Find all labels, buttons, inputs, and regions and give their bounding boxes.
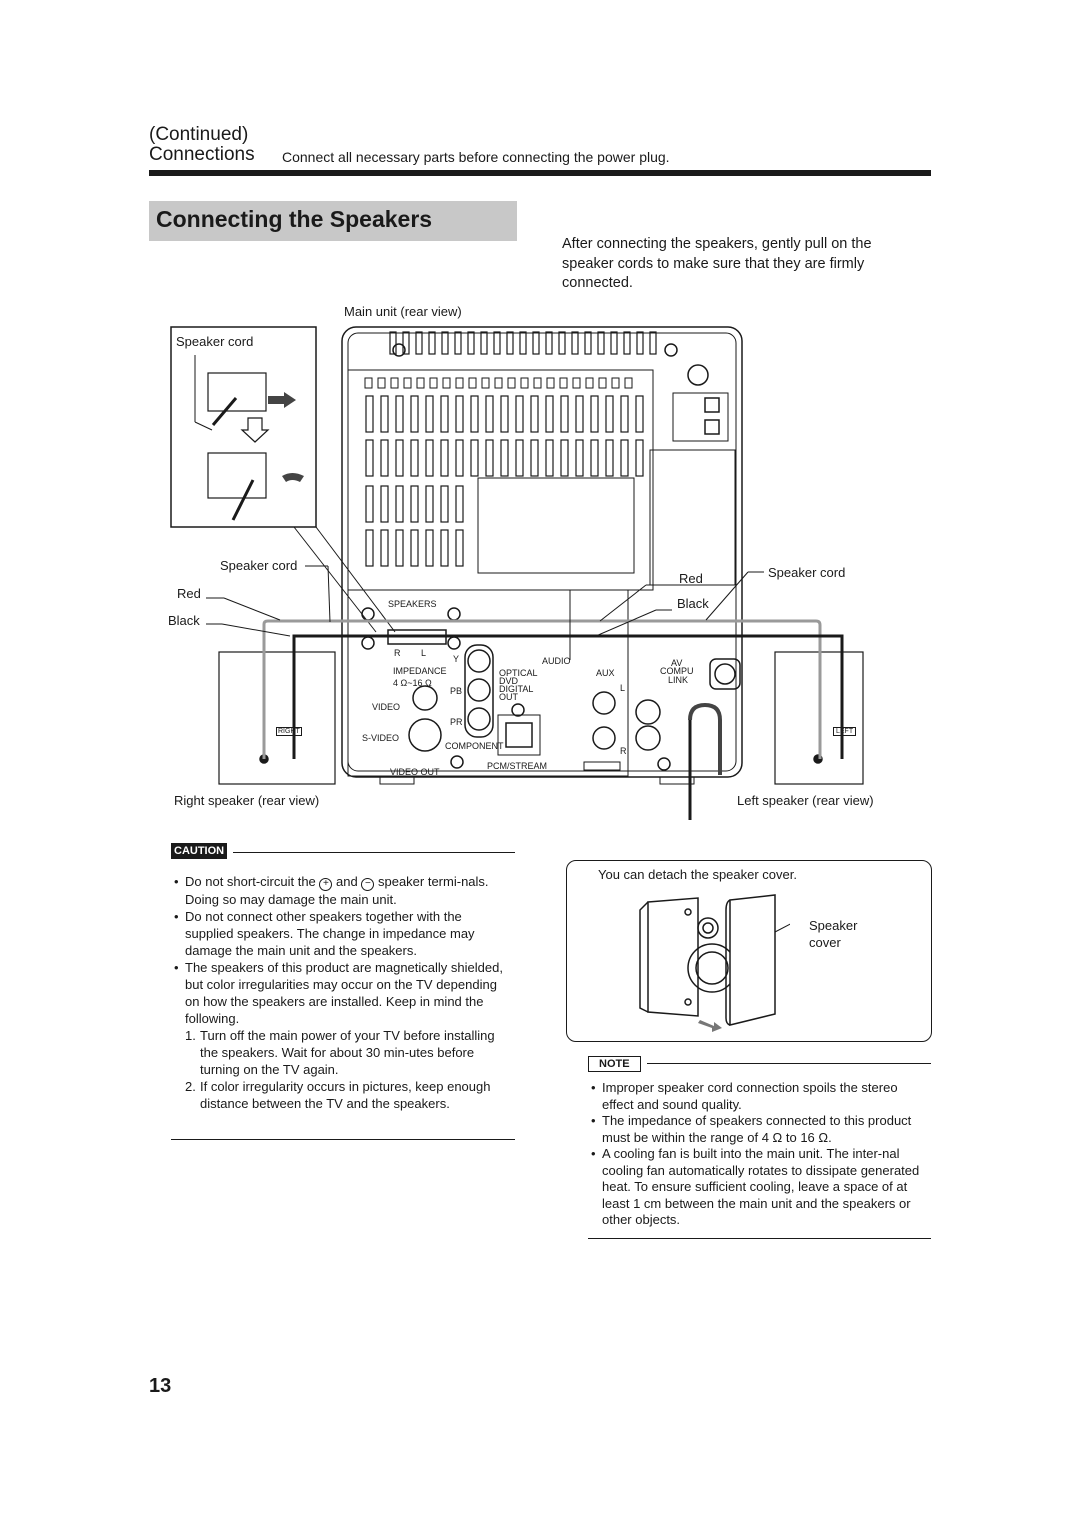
- right-speaker-box: [218, 651, 336, 785]
- main-unit-outline: [341, 326, 743, 778]
- main-unit-label: Main unit (rear view): [344, 304, 462, 319]
- caution-item: The speakers of this product are magneti…: [171, 959, 503, 1027]
- impedance-label: IMPEDANCE: [393, 666, 447, 676]
- l-label: L: [421, 648, 427, 658]
- note-item: Improper speaker cord connection spoils …: [588, 1080, 924, 1113]
- link-label: LINK: [668, 675, 689, 685]
- note-list: Improper speaker cord connection spoils …: [588, 1080, 924, 1229]
- black-wire-label: Black: [168, 613, 200, 628]
- inset-box: [170, 326, 317, 528]
- caution-item: Do not short-circuit the + and − speaker…: [171, 873, 503, 908]
- out-label: OUT: [499, 692, 518, 702]
- video-label: VIDEO: [372, 702, 401, 712]
- right-speaker-label: Right speaker (rear view): [174, 793, 320, 808]
- note-rule: [647, 1063, 931, 1064]
- section-title: Connections: [149, 144, 255, 165]
- page-heading: Connecting the Speakers: [156, 206, 433, 232]
- dvd-label: DVD: [499, 676, 519, 686]
- intro-text: After connecting the speakers, gently pu…: [562, 236, 872, 291]
- optical-label: OPTICAL: [499, 668, 538, 678]
- caution-rule: [233, 852, 515, 853]
- r-label: R: [394, 648, 401, 658]
- plus-terminal-icon: +: [319, 878, 333, 891]
- page-number: 13: [149, 1375, 172, 1397]
- pr-label: PR: [450, 717, 463, 727]
- note-end-rule: [588, 1238, 931, 1239]
- component-label: COMPONENT: [445, 741, 504, 751]
- heading-band: [149, 201, 517, 241]
- black-wire-label: Black: [677, 596, 709, 611]
- caution-tag: CAUTION: [171, 843, 228, 859]
- pb-label: PB: [450, 686, 463, 696]
- header-rule: [149, 170, 931, 176]
- video-out-label: VIDEO OUT: [390, 767, 440, 777]
- detach-cover-box: [566, 860, 932, 1042]
- y-label: Y: [453, 654, 460, 664]
- speaker-cover-illustration: [639, 894, 790, 1032]
- pcm-stream-label: PCM/STREAM: [487, 761, 548, 771]
- note-tag: NOTE: [588, 1056, 641, 1072]
- right-tag: RIGHT: [276, 727, 302, 736]
- aux-l-label: L: [620, 683, 626, 693]
- speaker-cover-label: Speaker: [809, 918, 858, 933]
- connection-diagram: [170, 326, 864, 820]
- digital-label: DIGITAL: [499, 684, 534, 694]
- left-tag: LEFT: [833, 727, 857, 736]
- section-subtitle: Connect all necessary parts before conne…: [282, 149, 670, 165]
- detach-cover-text: You can detach the speaker cover.: [598, 867, 797, 882]
- caution-item: Do not connect other speakers together w…: [171, 908, 503, 959]
- speaker-cover-label: cover: [809, 935, 841, 950]
- red-wire-label: Red: [679, 571, 703, 586]
- svideo-label: S-VIDEO: [362, 733, 400, 743]
- aux-r-label: R: [620, 746, 627, 756]
- caution-step: 1.Turn off the main power of your TV bef…: [185, 1028, 495, 1077]
- caution-list: Do not short-circuit the + and − speaker…: [171, 873, 503, 1112]
- continued-label: (Continued): [149, 124, 249, 145]
- note-item: A cooling fan is built into the main uni…: [588, 1146, 924, 1229]
- compu-label: COMPU: [660, 666, 694, 676]
- red-wire-label: Red: [177, 586, 201, 601]
- left-speaker-label: Left speaker (rear view): [737, 793, 874, 808]
- caution-step: 2.If color irregularity occurs in pictur…: [185, 1079, 491, 1111]
- minus-terminal-icon: −: [361, 878, 375, 891]
- ohms-label: 4 Ω~16 Ω: [393, 678, 432, 688]
- note-item: The impedance of speakers connected to t…: [588, 1113, 924, 1146]
- aux-label: AUX: [596, 668, 615, 678]
- speakers-terminal-label: SPEAKERS: [388, 599, 437, 609]
- speaker-cord-label: Speaker cord: [768, 565, 846, 580]
- audio-label: AUDIO: [542, 656, 571, 666]
- av-label: AV: [671, 658, 683, 668]
- caution-end-rule: [171, 1139, 515, 1140]
- speaker-cord-label: Speaker cord: [176, 334, 254, 349]
- speaker-cord-label: Speaker cord: [220, 558, 298, 573]
